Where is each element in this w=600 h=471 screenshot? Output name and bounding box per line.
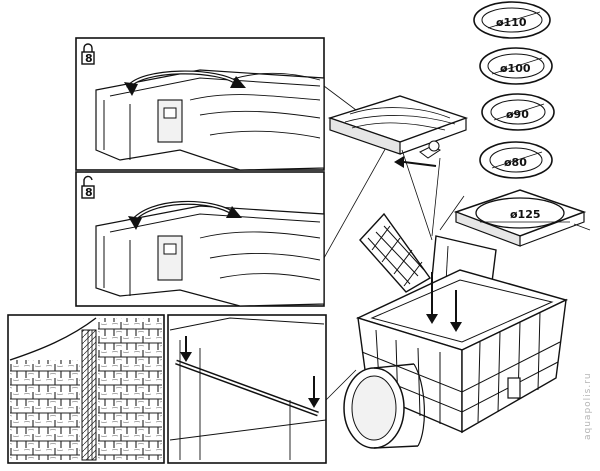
ring-0: ø110 [473,1,551,39]
ring-3: ø80 [479,141,553,179]
grate-cover [327,95,469,168]
watermark: aquapolis.ru [583,372,593,440]
unlocked-panel: 8 [75,171,325,307]
lock-icon-label: 8 [85,52,93,65]
ring-label: ø110 [496,16,527,29]
ring-1: ø100 [479,47,553,85]
square-frame: ø125 [453,189,587,247]
ring-label: ø100 [500,62,531,75]
padlock-closed-icon: 8 [81,43,95,65]
grate-slide-panel [167,314,327,464]
padlock-open-icon: 8 [81,175,95,199]
ring-2: ø90 [481,93,555,131]
ring-label: ø80 [504,156,527,169]
leader-lines-2 [401,149,441,241]
locked-panel: 8 [75,37,325,171]
drain-basin [343,235,569,449]
stone-section-panel [7,314,165,464]
ring-label: ø90 [506,108,529,121]
siphon-grid-insert [359,212,432,293]
unlock-icon-label: 8 [85,186,93,199]
frame-label: ø125 [510,208,541,221]
